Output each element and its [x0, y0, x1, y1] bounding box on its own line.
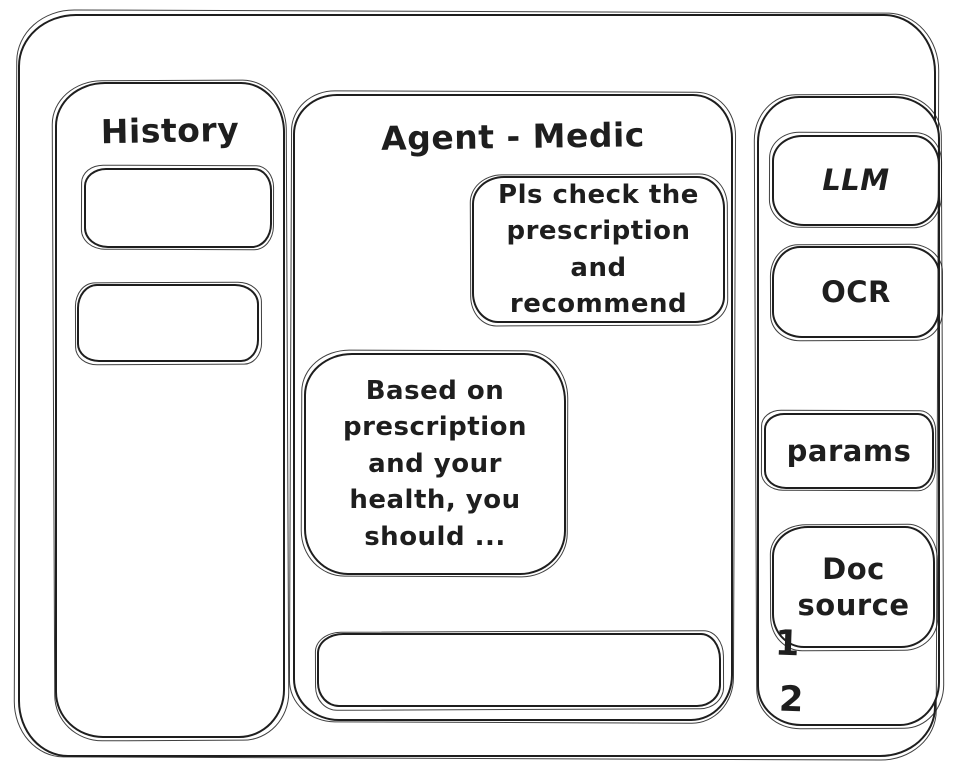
app-window: History Agent - Medic Pls check the pres…: [18, 14, 940, 757]
params-button-label: params: [786, 433, 912, 468]
ocr-button-label: OCR: [821, 274, 891, 309]
doc-source-annotation-1: 1: [774, 623, 801, 665]
history-item[interactable]: [84, 168, 272, 248]
doc-source-button-label: Doc source: [797, 551, 910, 622]
doc-source-button[interactable]: Doc source: [772, 526, 935, 648]
params-button[interactable]: params: [764, 413, 934, 489]
assistant-message-text: Based on prescription and your health, y…: [342, 376, 527, 552]
assistant-message-bubble: Based on prescription and your health, y…: [304, 353, 566, 575]
llm-button[interactable]: LLM: [772, 135, 940, 226]
message-input[interactable]: [317, 633, 721, 707]
history-item[interactable]: [77, 284, 259, 362]
ocr-button[interactable]: OCR: [772, 246, 940, 338]
user-message-text: Pls check the prescription and recommend: [498, 179, 699, 319]
tools-panel: LLM OCR params Doc source 1 2: [757, 96, 940, 726]
history-panel: History: [55, 82, 285, 738]
llm-button-label: LLM: [822, 163, 890, 198]
chat-panel: Agent - Medic Pls check the prescription…: [293, 94, 733, 721]
history-title: History: [100, 109, 240, 152]
doc-source-annotation-2: 2: [778, 679, 805, 721]
chat-title: Agent - Medic: [380, 115, 646, 158]
user-message-bubble: Pls check the prescription and recommend: [472, 176, 725, 323]
